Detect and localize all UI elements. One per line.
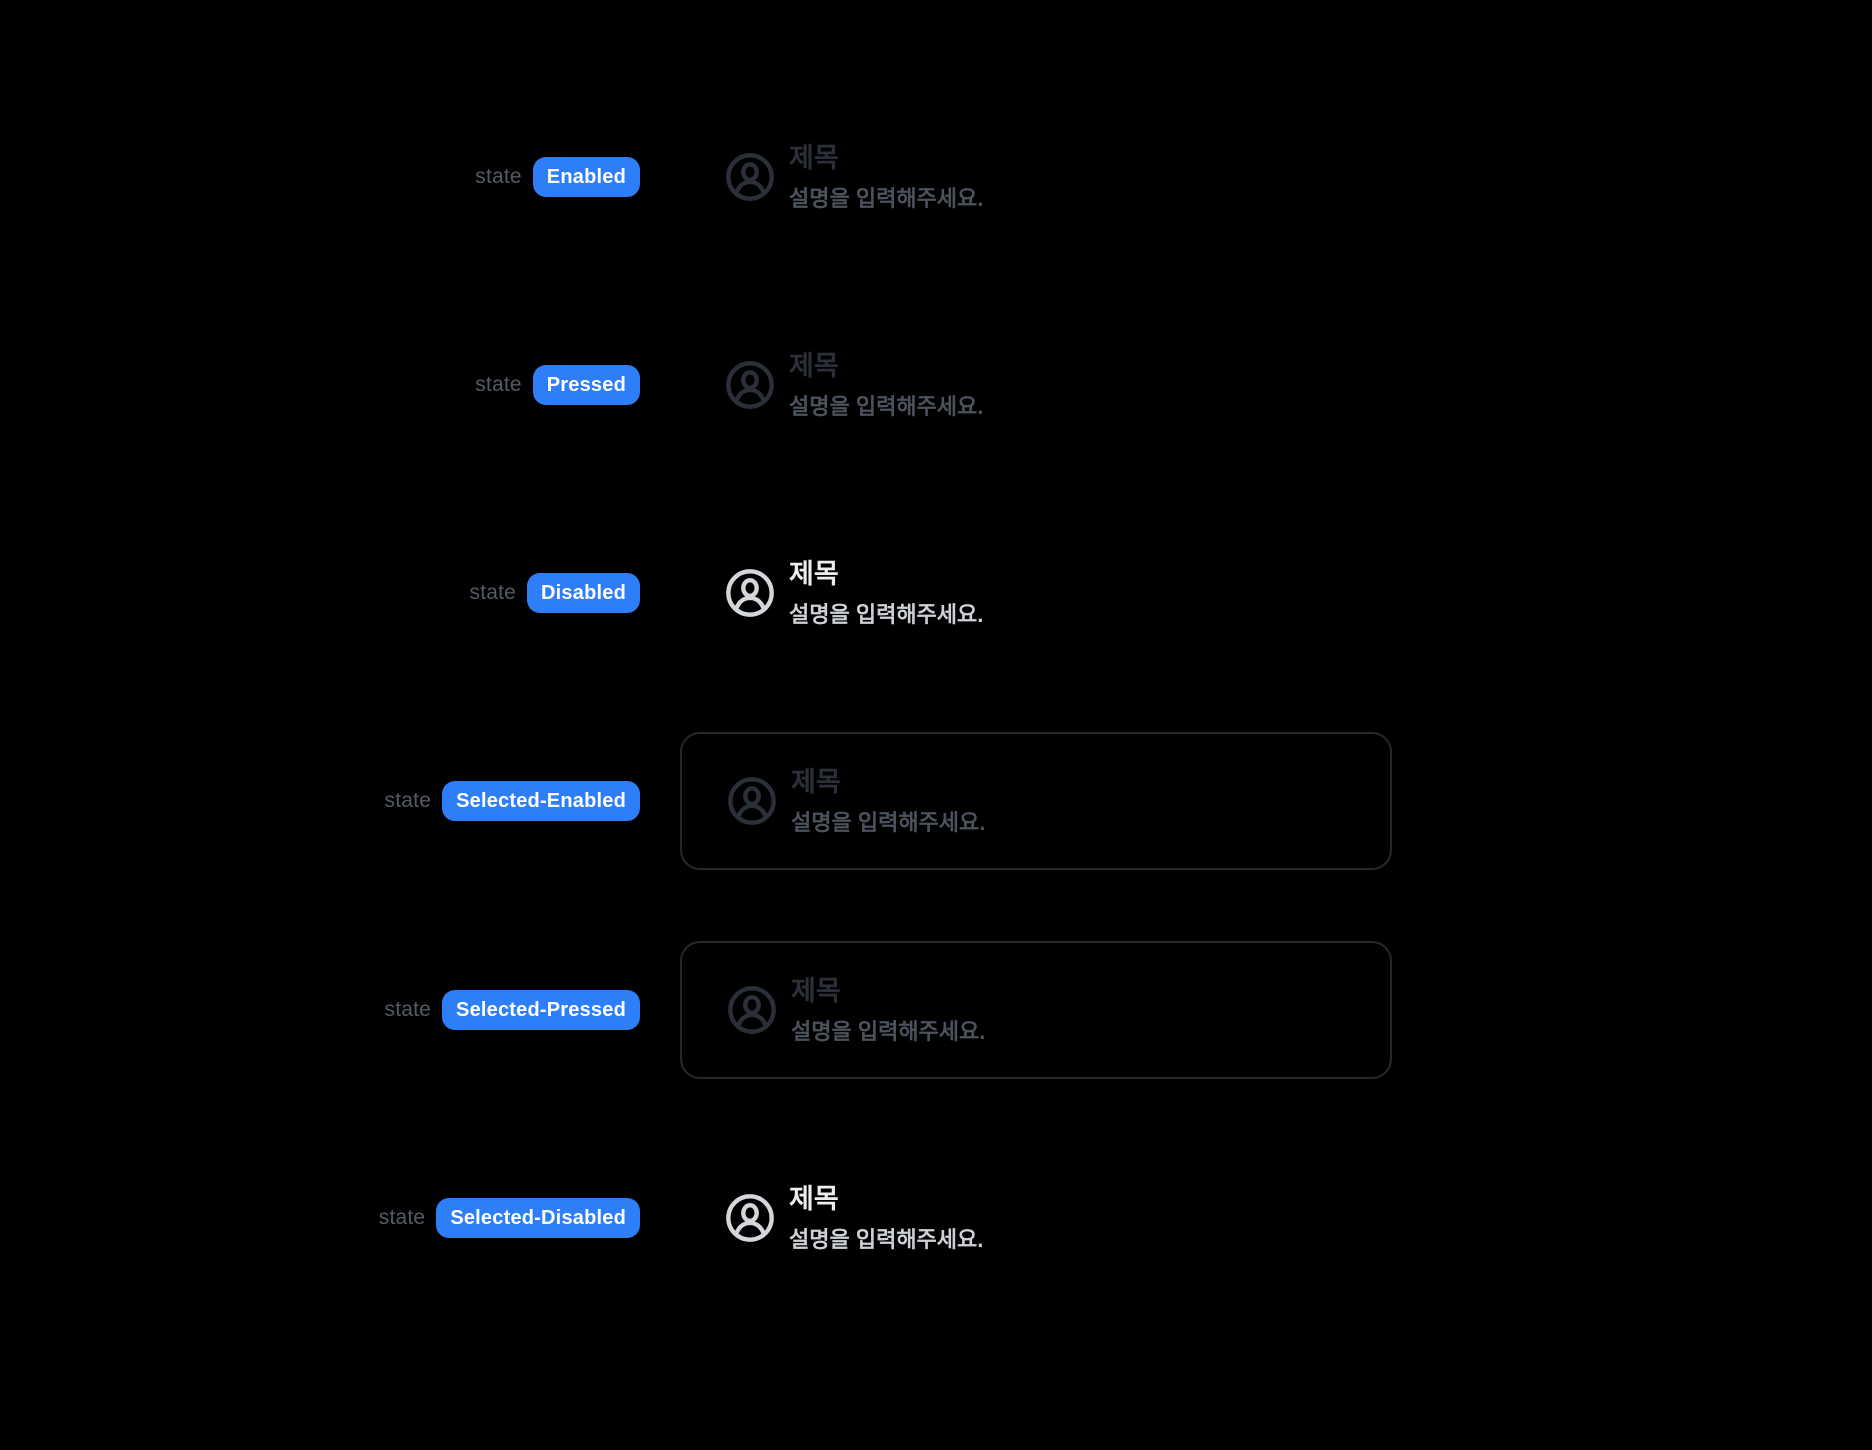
user-circle-icon: [726, 1194, 774, 1242]
list-item[interactable]: 제목 설명을 입력해주세요.: [680, 316, 1392, 454]
list-item-description: 설명을 입력해주세요.: [791, 1019, 986, 1044]
state-label: state: [378, 1206, 426, 1229]
user-circle-icon: [728, 777, 776, 825]
state-row-enabled: state Enabled 제목 설명을 입력해주세요.: [0, 108, 1872, 246]
state-label: state: [384, 789, 432, 812]
list-item-texts: 제목 설명을 입력해주세요.: [789, 142, 983, 212]
list-item-description: 설명을 입력해주세요.: [791, 810, 986, 835]
list-item-title: 제목: [791, 976, 841, 1006]
state-label: state: [384, 998, 432, 1021]
list-item-description: 설명을 입력해주세요.: [789, 186, 984, 211]
state-row-disabled: state Disabled 제목 설명을 입력해주세요.: [0, 524, 1872, 662]
list-item-title: 제목: [789, 559, 839, 589]
state-annotation: state Selected-Enabled: [385, 781, 640, 821]
state-badge: Disabled: [527, 573, 640, 613]
state-label: state: [475, 165, 522, 188]
state-annotation: state Selected-Disabled: [379, 1198, 640, 1238]
list-item[interactable]: 제목 설명을 입력해주세요.: [680, 108, 1392, 246]
state-badge: Selected-Pressed: [442, 990, 640, 1030]
state-row-selected-pressed: state Selected-Pressed 제목 설명을 입력해주세요.: [0, 941, 1872, 1079]
state-annotation: state Enabled: [475, 157, 640, 197]
list-item-title: 제목: [789, 351, 839, 381]
list-item-title: 제목: [791, 767, 841, 797]
state-annotation: state Pressed: [475, 365, 640, 405]
state-badge: Pressed: [532, 365, 640, 405]
list-item[interactable]: 제목 설명을 입력해주세요.: [680, 941, 1392, 1079]
list-item-texts: 제목 설명을 입력해주세요.: [789, 350, 983, 420]
list-item[interactable]: 제목 설명을 입력해주세요.: [680, 524, 1392, 662]
state-row-pressed: state Pressed 제목 설명을 입력해주세요.: [0, 316, 1872, 454]
state-badge: Selected-Enabled: [442, 781, 640, 821]
user-circle-icon: [726, 361, 774, 409]
state-annotation: state Disabled: [469, 573, 640, 613]
list-item[interactable]: 제목 설명을 입력해주세요.: [680, 1149, 1392, 1287]
list-item-texts: 제목 설명을 입력해주세요.: [789, 1183, 983, 1253]
state-label: state: [469, 581, 517, 604]
user-circle-icon: [726, 153, 774, 201]
list-item-description: 설명을 입력해주세요.: [789, 602, 984, 627]
list-item-title: 제목: [789, 143, 839, 173]
state-badge: Selected-Disabled: [436, 1198, 640, 1238]
state-label: state: [475, 373, 522, 396]
list-item-description: 설명을 입력해주세요.: [789, 1227, 984, 1252]
state-row-selected-disabled: state Selected-Disabled 제목 설명을 입력해주세요.: [0, 1149, 1872, 1287]
list-item[interactable]: 제목 설명을 입력해주세요.: [680, 732, 1392, 870]
list-item-texts: 제목 설명을 입력해주세요.: [789, 558, 983, 628]
list-item-texts: 제목 설명을 입력해주세요.: [791, 975, 985, 1045]
user-circle-icon: [728, 986, 776, 1034]
state-badge: Enabled: [532, 157, 640, 197]
list-item-title: 제목: [789, 1184, 839, 1214]
state-row-selected-enabled: state Selected-Enabled 제목 설명을 입력해주세요.: [0, 732, 1872, 870]
list-item-texts: 제목 설명을 입력해주세요.: [791, 766, 985, 836]
user-circle-icon: [726, 569, 774, 617]
state-annotation: state Selected-Pressed: [384, 990, 640, 1030]
list-item-description: 설명을 입력해주세요.: [789, 394, 984, 419]
